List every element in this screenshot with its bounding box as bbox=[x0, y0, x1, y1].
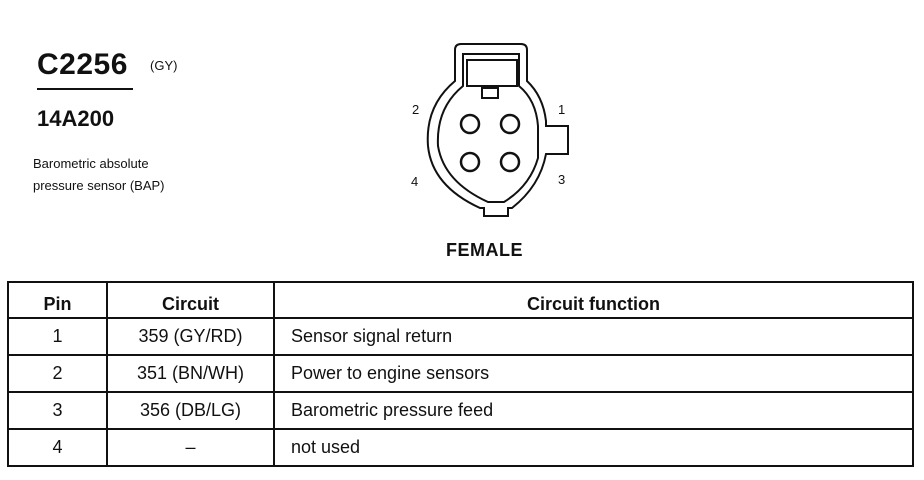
connector-color: (GY) bbox=[150, 58, 178, 73]
cell-circuit: 359 (GY/RD) bbox=[106, 317, 275, 356]
connector-latch-tab bbox=[481, 87, 499, 99]
pin-cavity-4 bbox=[459, 151, 481, 173]
cell-function: Power to engine sensors bbox=[273, 354, 914, 393]
connector-latch bbox=[466, 59, 518, 87]
connector-inner-outline bbox=[436, 53, 539, 203]
header-circuit: Circuit bbox=[106, 281, 275, 319]
pin-label-1: 1 bbox=[558, 102, 566, 117]
component-description: Barometric absolute pressure sensor (BAP… bbox=[33, 153, 253, 197]
connector-outline bbox=[426, 43, 569, 217]
cell-circuit: 356 (DB/LG) bbox=[106, 391, 275, 430]
table-row: 3 356 (DB/LG) Barometric pressure feed bbox=[7, 391, 914, 430]
part-number: 14A200 bbox=[37, 106, 115, 131]
cell-circuit: 351 (BN/WH) bbox=[106, 354, 275, 393]
table-row: 2 351 (BN/WH) Power to engine sensors bbox=[7, 354, 914, 393]
table-header-row: Pin Circuit Circuit function bbox=[7, 281, 914, 319]
cell-circuit: – bbox=[106, 428, 275, 467]
cell-pin: 2 bbox=[7, 354, 108, 393]
pin-cavity-1 bbox=[499, 113, 521, 135]
cell-pin: 3 bbox=[7, 391, 108, 430]
header-pin: Pin bbox=[7, 281, 108, 319]
table-row: 1 359 (GY/RD) Sensor signal return bbox=[7, 317, 914, 356]
gender-label: FEMALE bbox=[446, 240, 523, 260]
cell-function: Sensor signal return bbox=[273, 317, 914, 356]
pin-label-3: 3 bbox=[558, 172, 566, 187]
cell-function: Barometric pressure feed bbox=[273, 391, 914, 430]
connector-face-svg bbox=[426, 43, 569, 217]
connector-id-underline bbox=[37, 88, 133, 90]
cell-pin: 1 bbox=[7, 317, 108, 356]
table-row: 4 – not used bbox=[7, 428, 914, 467]
pin-cavity-3 bbox=[499, 151, 521, 173]
pin-cavity-2 bbox=[459, 113, 481, 135]
header-circuit-function: Circuit function bbox=[273, 281, 914, 319]
description-line-2: pressure sensor (BAP) bbox=[33, 178, 165, 193]
pin-label-2: 2 bbox=[412, 102, 420, 117]
pinout-table: Pin Circuit Circuit function 1 359 (GY/R… bbox=[7, 281, 914, 467]
cell-function: not used bbox=[273, 428, 914, 467]
connector-face-diagram bbox=[400, 36, 580, 231]
cell-pin: 4 bbox=[7, 428, 108, 467]
description-line-1: Barometric absolute bbox=[33, 156, 149, 171]
pin-label-4: 4 bbox=[411, 174, 419, 189]
connector-id: C2256 bbox=[37, 48, 128, 81]
